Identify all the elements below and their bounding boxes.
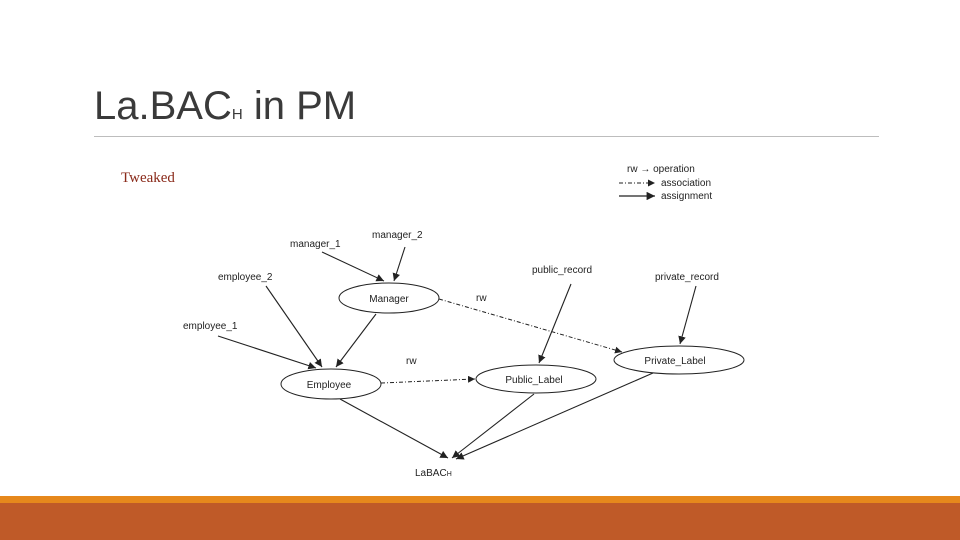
edge-private-root: [455, 372, 654, 460]
legend-operation-text: rw → operation: [627, 164, 695, 175]
slide-subtitle: Tweaked: [121, 170, 175, 186]
edge-employee-root: [339, 398, 449, 459]
node-manager: Manager: [338, 282, 440, 314]
edge-manager-employee: [335, 313, 377, 368]
legend-association-text: association: [661, 178, 711, 189]
label-employee-1: employee_1: [183, 321, 238, 332]
node-private-label: Private_Label: [613, 345, 745, 375]
edge-employee2-employee: [265, 285, 323, 368]
label-manager-1: manager_1: [290, 239, 341, 250]
node-public-label: Public_Label: [475, 364, 597, 394]
label-employee-2: employee_2: [218, 272, 273, 283]
edge-label-rw-employee-public: rw: [406, 356, 417, 367]
footer-accent-stripe: [0, 496, 960, 503]
label-root-subscript: H: [447, 471, 452, 478]
edge-public-root: [451, 393, 535, 459]
edge-privaterecord-private: [678, 285, 697, 345]
node-private-label-text: Private_Label: [644, 356, 705, 367]
edge-manager1-manager: [321, 251, 385, 282]
node-public-label-text: Public_Label: [505, 375, 562, 386]
assignment-edges: [217, 246, 697, 460]
slide-title-main: La.BAC: [94, 84, 232, 128]
legend-assignment-text: assignment: [661, 191, 712, 202]
label-manager-2: manager_2: [372, 230, 423, 241]
node-manager-label: Manager: [369, 294, 409, 305]
edge-manager2-manager: [392, 246, 406, 282]
slide-title: La.BACH in PM: [94, 82, 356, 139]
title-divider: [94, 136, 879, 137]
label-root: LaBACH: [415, 468, 452, 479]
edge-label-rw-manager-private: rw: [476, 293, 487, 304]
label-root-main: LaBAC: [415, 468, 447, 479]
edge-assoc-employee-public: [380, 375, 476, 384]
edge-employee1-employee: [217, 335, 317, 370]
footer-bar: [0, 503, 960, 540]
legend: rw → operation association assignment: [619, 164, 712, 202]
label-private-record: private_record: [655, 272, 719, 283]
edge-assoc-manager-private: [438, 298, 623, 354]
node-employee: Employee: [280, 368, 382, 400]
slide-title-subscript: H: [231, 106, 243, 123]
label-public-record: public_record: [532, 265, 592, 276]
edge-publicrecord-public: [538, 283, 572, 364]
association-edges: [380, 298, 623, 384]
node-employee-label: Employee: [307, 380, 352, 391]
slide-title-rest: in PM: [242, 84, 357, 128]
